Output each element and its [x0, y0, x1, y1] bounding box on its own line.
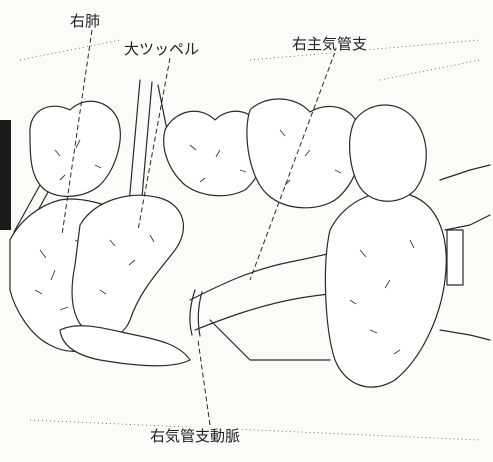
- lower-lobe: [60, 326, 190, 366]
- label-right-main-bronchus: 右主気管支: [290, 35, 369, 53]
- right-upper-branches: [350, 105, 427, 201]
- label-large-tweezers: 大ツッペル: [122, 40, 201, 58]
- upper-left-lobe: [30, 101, 120, 196]
- retractor-blade: [447, 230, 463, 285]
- leader-artery: [198, 340, 210, 425]
- label-right-lung: 右肺: [68, 12, 102, 30]
- left-border-strip: [0, 120, 11, 230]
- bronchus-lower-edge: [210, 320, 330, 360]
- upper-right-lobe: [247, 99, 361, 208]
- right-side-lung: [325, 192, 446, 387]
- label-right-bronchial-artery: 右気管支動脈: [148, 427, 242, 445]
- central-lung-mass: [72, 195, 183, 338]
